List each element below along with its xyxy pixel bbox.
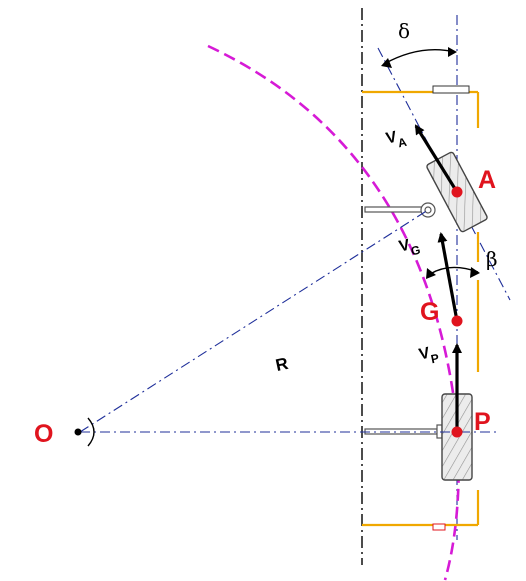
point-P-dot	[451, 426, 463, 438]
beta-arrow-left	[426, 268, 436, 279]
delta-arrow-right	[448, 47, 457, 57]
label-beta: β	[486, 247, 498, 271]
label-point-O: O	[34, 420, 53, 448]
label-radius: R	[274, 354, 290, 375]
velocity-P-sub: P	[430, 351, 441, 366]
label-point-G: G	[420, 298, 439, 326]
velocity-P-base: V	[417, 345, 431, 364]
label-velocity-P: VP	[417, 343, 440, 368]
chassis-mount-top	[432, 85, 470, 94]
velocity-G-arrow	[437, 232, 459, 322]
velocity-G-base: V	[397, 237, 411, 256]
label-point-P: P	[474, 408, 491, 436]
label-point-A: A	[478, 166, 496, 194]
label-delta: δ	[398, 19, 410, 43]
point-A-dot	[451, 186, 463, 198]
label-velocity-A: VA	[384, 127, 408, 153]
chassis-mount-bottom	[432, 523, 446, 531]
turning-circle-arc	[207, 44, 461, 581]
delta-angle-arc	[383, 49, 456, 65]
center-angle-mark	[87, 417, 95, 447]
point-O-dot	[74, 428, 82, 436]
velocity-A-arrow	[414, 124, 459, 193]
velocity-G-sub: G	[410, 243, 422, 259]
point-G-dot	[451, 315, 463, 327]
beta-arrow-right	[470, 267, 480, 278]
radius-line	[79, 209, 429, 433]
steering-linkage	[364, 202, 436, 218]
delta-arrow-left	[381, 58, 392, 68]
velocity-A-base: V	[384, 129, 398, 148]
velocity-A-sub: A	[397, 135, 409, 151]
label-velocity-G: VG	[397, 235, 421, 261]
